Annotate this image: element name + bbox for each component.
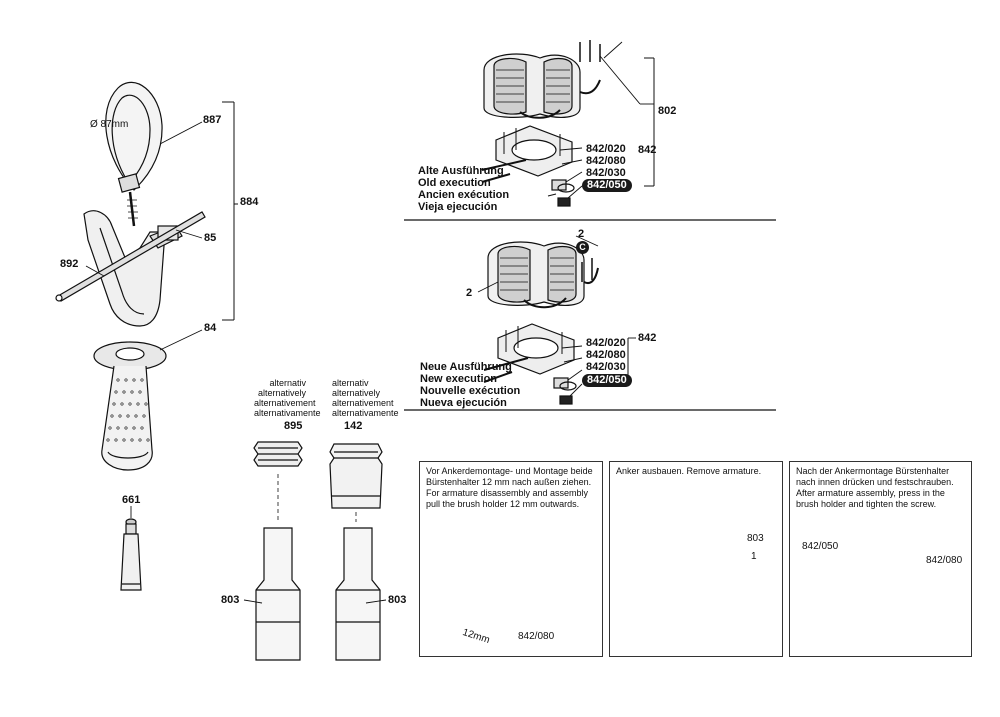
handle-body-85-drawing: [83, 210, 183, 327]
alt-895-line-4: alternativamente: [254, 408, 321, 418]
part-887-label: 887: [203, 114, 222, 126]
old-exec-label-block: Alte Ausführung Old execution Ancien exé…: [418, 165, 509, 213]
panel-2-line-1: Anker ausbauen. Remove armature.: [616, 466, 762, 476]
depth-rod-892-drawing: [55, 211, 206, 302]
bracket-884: [222, 101, 238, 321]
new-part-2: 842/080: [586, 349, 626, 361]
new-exec-en: New execution: [420, 373, 498, 385]
part-884-label: 884: [240, 196, 259, 208]
instruction-panel-3: Nach der Ankermontage Bürstenhalter nach…: [789, 461, 972, 657]
part-842-old-label: 842: [638, 144, 657, 156]
instruction-panel-1: Vor Ankerdemontage- und Montage beide Bü…: [419, 461, 603, 657]
old-exec-de: Alte Ausführung: [418, 165, 504, 177]
part-892-label: 892: [60, 258, 79, 270]
new-exec-de: Neue Ausführung: [420, 361, 512, 373]
instruction-panel-2: Anker ausbauen. Remove armature.: [609, 461, 783, 657]
panel-3-line-4: brush holder and tighten the screw.: [796, 499, 937, 509]
old-part-4-badge: 842/050: [582, 179, 632, 192]
old-exec-es: Vieja ejecución: [418, 201, 498, 213]
alt-142-line-3: alternativement: [332, 398, 394, 408]
leaders-new: [477, 235, 636, 397]
bracket-802-842-old: [644, 57, 655, 187]
panel-3-line-1: Nach der Ankermontage Bürstenhalter: [796, 466, 950, 476]
old-part-2: 842/080: [586, 155, 626, 167]
leaders-old: [481, 41, 654, 199]
old-part-1: 842/020: [586, 143, 626, 155]
new-part-1: 842/020: [586, 337, 626, 349]
part-895-label: 895: [284, 420, 303, 432]
sleeve-142-drawing: [329, 443, 383, 509]
panel-2-part-803: 803: [747, 533, 764, 544]
part-84-label: 84: [204, 322, 217, 334]
new-part-4-badge: 842/050: [582, 374, 632, 387]
part-842-new-label: 842: [638, 332, 657, 344]
new-part-3: 842/030: [586, 361, 626, 373]
spindle-803-left-drawing: [255, 474, 301, 661]
panel-3-text: Nach der Ankermontage Bürstenhalter nach…: [796, 466, 954, 510]
alt-142-line-2: alternatively: [332, 388, 381, 398]
part-803-right-label: 803: [388, 594, 407, 606]
alt-895-line-1: alternativ: [269, 378, 306, 388]
alt-895-line-3: alternativement: [254, 398, 316, 408]
new-exec-label-block: Neue Ausführung New execution Nouvelle e…: [420, 361, 520, 409]
diameter-label: Ø 87mm: [90, 119, 129, 130]
part-2-left-label: 2: [466, 287, 473, 299]
part-142-label: 142: [344, 420, 363, 432]
badge-c: C: [576, 241, 589, 254]
alt-142-block: alternativ alternatively alternativement…: [332, 378, 399, 418]
panel-3-part-842-080: 842/080: [926, 555, 963, 566]
new-exec-fr: Nouvelle exécution: [420, 385, 521, 397]
panel-1-line-1: Vor Ankerdemontage- und Montage beide: [426, 466, 593, 476]
alt-142-line-1: alternativ: [332, 378, 369, 388]
sleeve-895-drawing: [253, 441, 303, 467]
new-exec-es: Nueva ejecución: [420, 397, 507, 409]
grease-tube-661-drawing: [120, 518, 142, 591]
part-803-left-label: 803: [221, 594, 240, 606]
spindle-803-right-drawing: [335, 512, 381, 661]
panel-1-line-3: For armature disassembly and assembly: [426, 488, 589, 498]
panel-1-text: Vor Ankerdemontage- und Montage beide Bü…: [426, 466, 593, 510]
alt-142-line-4: alternativamente: [332, 408, 399, 418]
part-85-label: 85: [204, 232, 217, 244]
panel-1-part-842-080: 842/080: [518, 631, 555, 642]
old-exec-fr: Ancien exécution: [418, 189, 510, 201]
old-part-3: 842/030: [586, 167, 626, 179]
part-2-top-label: 2: [578, 228, 585, 240]
strap-887-drawing: [105, 81, 163, 227]
panel-2-text: Anker ausbauen. Remove armature.: [616, 466, 761, 477]
panel-3-line-3: After armature assembly, press in the: [796, 488, 945, 498]
panel-3-line-2: nach innen drücken und festschrauben.: [796, 477, 954, 487]
panel-1-line-4: pull the brush holder 12 mm outwards.: [426, 499, 580, 509]
panel-3-part-842-050: 842/050: [802, 541, 839, 552]
part-661-label: 661: [122, 494, 141, 506]
alt-895-block: alternativ alternatively alternativement…: [254, 378, 321, 418]
alt-895-line-2: alternatively: [257, 388, 306, 398]
panel-1-line-2: Bürstenhalter 12 mm nach außen ziehen.: [426, 477, 592, 487]
leaders-left: [85, 121, 203, 518]
panel-2-part-1: 1: [751, 551, 757, 562]
part-802-label: 802: [658, 105, 677, 117]
old-exec-en: Old execution: [418, 177, 491, 189]
leaders-803: [243, 599, 387, 604]
grip-84-drawing: [93, 341, 167, 471]
